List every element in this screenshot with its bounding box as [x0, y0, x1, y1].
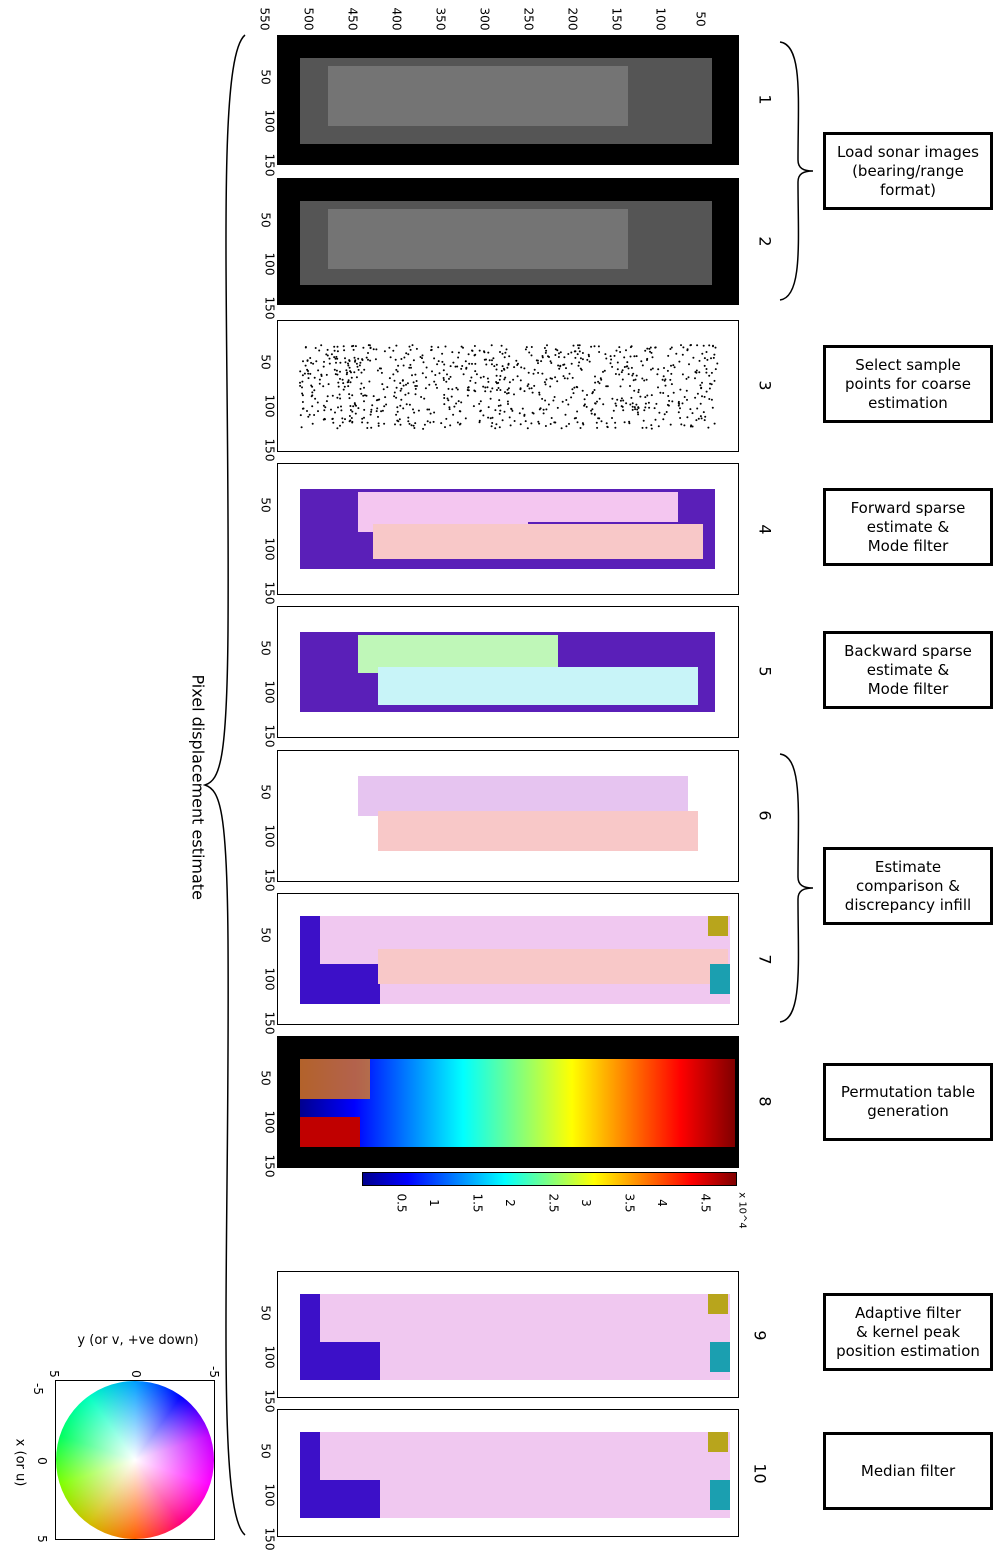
panel-axis-tick: 100 [262, 252, 277, 276]
panel-axis-tick: 150 [262, 868, 277, 892]
panel-8-permutation-table [277, 1036, 739, 1168]
top-axis-tick: 250 [521, 7, 536, 31]
top-axis-tick: 550 [257, 7, 272, 31]
panel-axis-tick: 100 [262, 967, 277, 991]
color-wheel-y-label: y (or v, +ve down) [77, 1333, 199, 1348]
panel-1-sonar-image [277, 35, 739, 165]
color-wheel-y-tick-0: 0 [128, 1370, 143, 1378]
panel-3-sample-points [277, 320, 739, 452]
top-axis-tick: 300 [477, 7, 492, 31]
panel-axis-tick: 50 [258, 1305, 273, 1321]
step-number-10: 10 [750, 1463, 770, 1484]
step-number-4: 4 [755, 524, 775, 535]
colorbar-tick: 3.5 [622, 1193, 637, 1213]
panel-axis-tick: 100 [262, 824, 277, 848]
color-wheel-y-tick-neg5: -5 [206, 1366, 221, 1378]
left-brace [202, 34, 246, 1536]
step-number-8: 8 [755, 1096, 775, 1107]
step-number-5: 5 [755, 666, 775, 677]
step-number-2: 2 [755, 236, 775, 247]
left-label: Pixel displacement estimate [188, 674, 208, 900]
colorbar-tick: 2 [502, 1199, 517, 1207]
colorbar-tick: 1.5 [470, 1193, 485, 1213]
colorbar-tick: 4 [654, 1199, 669, 1207]
right-brace-6-7 [779, 753, 814, 1023]
top-axis-tick: 50 [693, 11, 708, 27]
panel-10-median-filter [277, 1409, 739, 1537]
step-number-1: 1 [755, 94, 775, 105]
panel-7-infill [277, 893, 739, 1025]
top-axis-tick: 200 [565, 7, 580, 31]
colorbar-tick: 2.5 [546, 1193, 561, 1213]
panel-axis-tick: 100 [262, 1345, 277, 1369]
color-wheel-x-tick-neg5: -5 [30, 1383, 45, 1395]
panel-6-comparison [277, 750, 739, 882]
panel-axis-tick: 150 [262, 1154, 277, 1178]
color-wheel-y-tick-5: 5 [46, 1370, 61, 1378]
color-wheel-x-tick-0: 0 [34, 1457, 49, 1465]
panel-axis-tick: 150 [262, 724, 277, 748]
colorbar-tick: 3 [578, 1199, 593, 1207]
right-brace-1-2 [779, 41, 814, 301]
panel-axis-tick: 150 [262, 1011, 277, 1035]
top-axis-tick: 500 [301, 7, 316, 31]
colorbar-tick: 4.5 [698, 1193, 713, 1213]
panel-axis-tick: 50 [258, 1070, 273, 1086]
panel-axis-tick: 100 [262, 394, 277, 418]
colorbar-exponent: x 10^4 [736, 1192, 748, 1229]
panel-axis-tick: 50 [258, 212, 273, 228]
panel-axis-tick: 150 [262, 1527, 277, 1550]
top-axis-tick: 100 [653, 7, 668, 31]
panel-axis-tick: 100 [262, 1110, 277, 1134]
top-axis-tick: 350 [433, 7, 448, 31]
panel-axis-tick: 50 [258, 784, 273, 800]
step-number-9: 9 [750, 1330, 770, 1341]
step-number-7: 7 [755, 954, 775, 965]
panel-9-adaptive-filter [277, 1271, 739, 1398]
top-axis-tick: 150 [609, 7, 624, 31]
panel-axis-tick: 50 [258, 1443, 273, 1459]
color-wheel-x-label: x (or u) [12, 1438, 28, 1487]
panel-axis-tick: 150 [262, 296, 277, 320]
panel-axis-tick: 50 [258, 640, 273, 656]
step-box-median-filter: Median filter [823, 1432, 993, 1510]
color-wheel [55, 1380, 215, 1540]
panel-axis-tick: 100 [262, 1483, 277, 1507]
panel-axis-tick: 150 [262, 438, 277, 462]
panel-2-sonar-image [277, 178, 739, 305]
panel-axis-tick: 50 [258, 69, 273, 85]
panel-axis-tick: 100 [262, 537, 277, 561]
panel-axis-tick: 150 [262, 1389, 277, 1413]
colorbar-tick: 0.5 [394, 1193, 409, 1213]
color-wheel-x-tick-5: 5 [34, 1535, 49, 1543]
colorbar [362, 1172, 737, 1186]
panel-4-forward-estimate [277, 463, 739, 595]
step-number-3: 3 [755, 380, 775, 391]
top-axis-tick: 400 [389, 7, 404, 31]
colorbar-tick: 1 [426, 1199, 441, 1207]
panel-axis-tick: 150 [262, 581, 277, 605]
panel-axis-tick: 100 [262, 680, 277, 704]
panel-axis-tick: 100 [262, 109, 277, 133]
step-number-6: 6 [755, 810, 775, 821]
panel-axis-tick: 50 [258, 927, 273, 943]
panel-axis-tick: 150 [262, 153, 277, 177]
panel-axis-tick: 50 [258, 497, 273, 513]
top-axis-tick: 450 [345, 7, 360, 31]
panel-axis-tick: 50 [258, 354, 273, 370]
panel-5-backward-estimate [277, 606, 739, 738]
